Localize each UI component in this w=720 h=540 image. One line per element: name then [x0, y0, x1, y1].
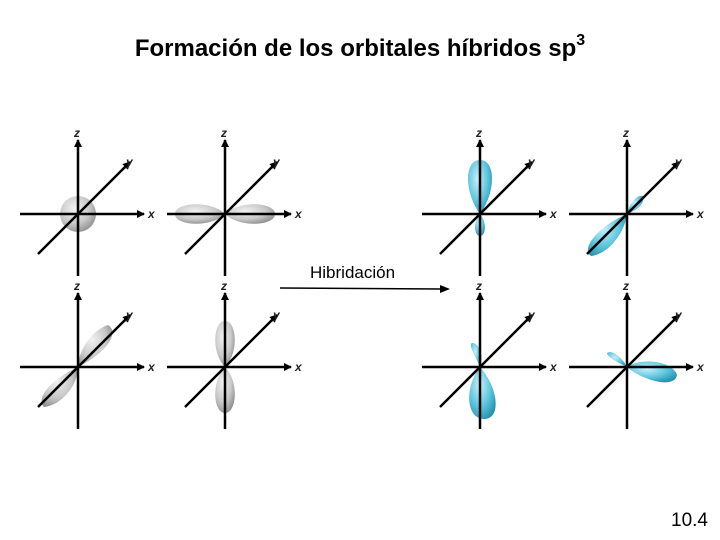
- title-superscript: 3: [576, 32, 586, 49]
- slide-number: 10.4: [671, 510, 708, 531]
- py-orbital-lobe-positive: [78, 325, 113, 367]
- sp3-small-lobe: [607, 352, 627, 367]
- px-orbital-panel: z x y: [167, 126, 303, 276]
- z-axis-label: z: [475, 279, 482, 293]
- pz-orbital-panel: z x y: [167, 279, 303, 429]
- y-axis-label: y: [674, 308, 683, 322]
- page-title: Formación de los orbitales híbridos sp3: [0, 32, 720, 63]
- sp3-orbital-panel-2: z x y: [569, 126, 705, 276]
- py-orbital-panel: z x y: [20, 279, 156, 429]
- x-axis-label: x: [696, 360, 705, 374]
- y-axis-label: y: [674, 155, 683, 169]
- x-axis-label: x: [294, 360, 303, 374]
- y-axis-label: y: [125, 308, 134, 322]
- s-orbital-panel: z x y: [20, 126, 156, 276]
- x-axis-label: x: [147, 207, 156, 221]
- y-axis-label: y: [527, 308, 536, 322]
- sp3-large-lobe: [469, 367, 496, 419]
- x-axis-label: x: [549, 360, 558, 374]
- sp3-orbital-panel-3: z x y: [422, 279, 558, 429]
- sp3-orbital-panel-1: z x y: [422, 126, 558, 276]
- x-axis-label: x: [147, 360, 156, 374]
- title-text: Formación de los orbitales híbridos sp: [134, 35, 577, 62]
- y-axis-label: y: [527, 155, 536, 169]
- y-axis-label: y: [125, 155, 134, 169]
- hybridization-arrow: Hibridación: [279, 263, 450, 293]
- z-axis-label: z: [475, 126, 482, 140]
- z-axis-label: z: [220, 279, 227, 293]
- sp3-large-lobe: [627, 361, 677, 383]
- z-axis-label: z: [73, 126, 80, 140]
- x-axis-label: x: [294, 207, 303, 221]
- x-axis-label: x: [549, 207, 558, 221]
- y-axis-label: y: [272, 308, 281, 322]
- y-axis-label: y: [272, 155, 281, 169]
- z-axis-label: z: [220, 126, 227, 140]
- sp3-orbital-panel-4: z x y: [569, 279, 705, 429]
- x-axis-label: x: [696, 207, 705, 221]
- hybridization-label: Hibridación: [310, 263, 395, 282]
- z-axis-label: z: [622, 279, 629, 293]
- z-axis-label: z: [622, 126, 629, 140]
- z-axis-label: z: [73, 279, 80, 293]
